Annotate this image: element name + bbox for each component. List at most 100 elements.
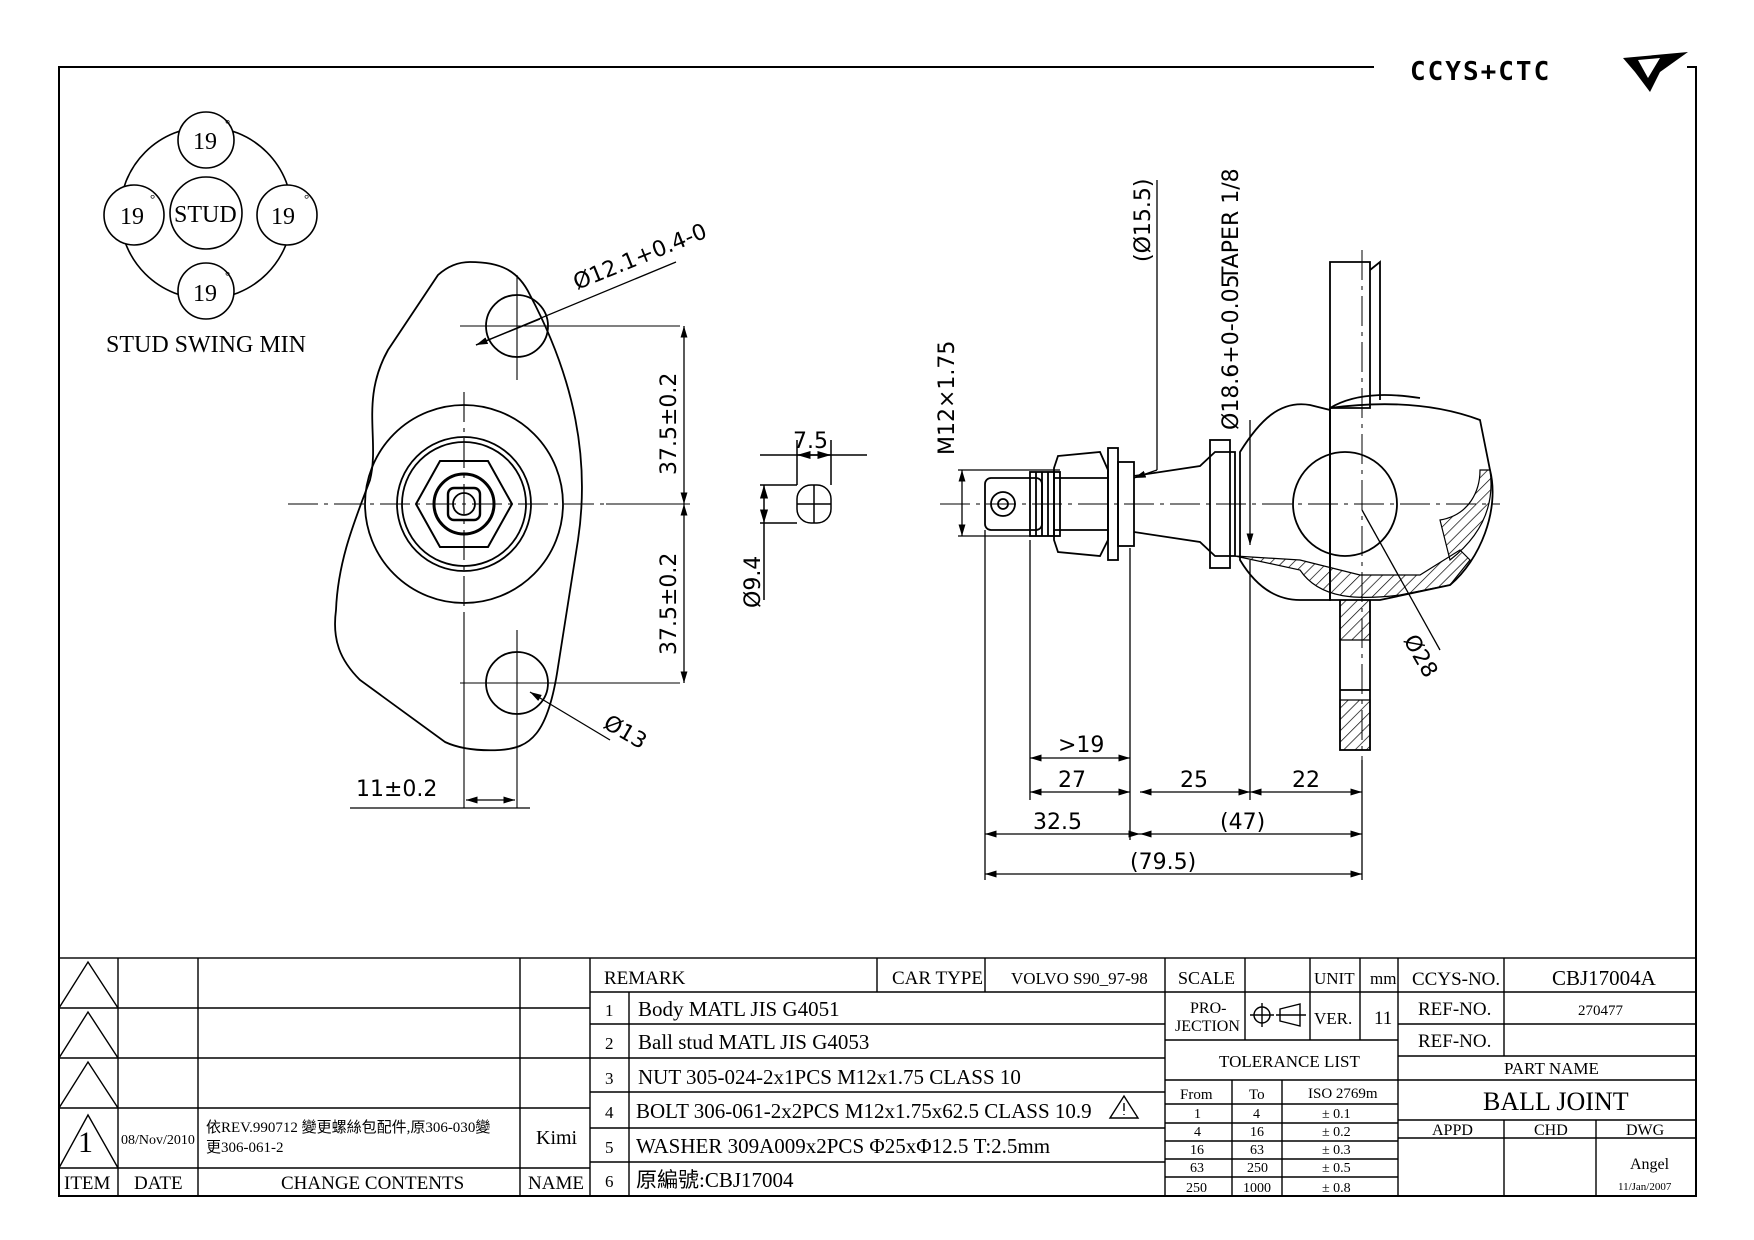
ccys-no-label: CCYS-NO. (1412, 969, 1500, 990)
rev-contents-1: 依REV.990712 變更螺絲包配件,原306-030變 (206, 1119, 490, 1136)
tol-value: ± 0.8 (1322, 1181, 1351, 1196)
swing-caption: STUD SWING MIN (106, 332, 306, 358)
flange-front-view (334, 261, 583, 752)
dim-25: 25 (1180, 768, 1208, 793)
remark-no: 3 (605, 1069, 614, 1088)
car-type-label: CAR TYPE (892, 968, 983, 989)
svg-text:°: ° (225, 268, 230, 283)
rev-contents-2: 更306-061-2 (206, 1140, 284, 1156)
svg-text:°: ° (304, 191, 309, 206)
unit-value: mm (1370, 969, 1396, 988)
svg-text:°: ° (225, 116, 230, 131)
dim-thread: M12×1.75 (935, 341, 960, 455)
dim-bottom-hole: Ø13 (599, 711, 651, 755)
ver-label: VER. (1314, 1009, 1352, 1028)
pin-dim-labels: 7.5 Ø9.4 (741, 429, 828, 608)
tol-value: ± 0.3 (1322, 1143, 1351, 1158)
tol-from: 4 (1194, 1125, 1201, 1140)
title-block-grid (58, 957, 1697, 1197)
logo-text: CCYS+CTC (1410, 57, 1551, 87)
dwg-label: DWG (1626, 1122, 1665, 1139)
tol-value: ± 0.2 (1322, 1125, 1351, 1140)
tol-to: 16 (1250, 1125, 1264, 1140)
tol-header: To (1249, 1087, 1265, 1103)
dim-lower-pitch: 37.5±0.2 (657, 553, 682, 655)
swing-center-label: STUD (174, 202, 237, 228)
drawn-by: Angel (1630, 1156, 1670, 1173)
car-type-value: VOLVO S90_97-98 (1011, 969, 1148, 988)
brand-logo: CCYS+CTC (1410, 52, 1688, 92)
tol-value: ± 0.5 (1322, 1161, 1351, 1176)
tol-from: 63 (1190, 1161, 1204, 1176)
ref-no-value: 270477 (1578, 1003, 1624, 1019)
tol-to: 250 (1247, 1161, 1268, 1176)
remark-text: BOLT 306-061-2x2PCS M12x1.75x62.5 CLASS … (636, 1099, 1092, 1123)
swing-angle-left: 19 (120, 204, 144, 230)
dim-taper: TAPER 1/8 (1219, 168, 1244, 281)
dim-top-hole: Ø12.1+0.4-0 (570, 219, 711, 295)
appd-label: APPD (1432, 1122, 1473, 1139)
flange-centerlines (288, 275, 690, 808)
dim-pin-width: 7.5 (793, 429, 828, 454)
ref-no-label: REF-NO. (1418, 999, 1491, 1020)
title-block: CCYS-NO. CBJ17004A REF-NO. 270477 REF-NO… (1412, 966, 1672, 1193)
dim-upper-pitch: 37.5±0.2 (657, 373, 682, 475)
flange-dim-labels: 37.5±0.2 37.5±0.2 Ø12.1+0.4-0 Ø13 11±0.2 (356, 219, 711, 802)
part-name-value: BALL JOINT (1483, 1087, 1629, 1116)
stud-swing-diagram (103, 111, 318, 320)
tol-to: 4 (1253, 1107, 1260, 1122)
unit-label: UNIT (1314, 969, 1355, 988)
flange-dimensions (350, 261, 688, 809)
rev-item: 1 (78, 1126, 93, 1159)
remark-no: 4 (605, 1103, 614, 1122)
chd-label: CHD (1534, 1122, 1568, 1139)
tol-from: 250 (1186, 1181, 1207, 1196)
side-view-centerlines (940, 250, 1500, 760)
remark-no: 5 (605, 1138, 614, 1157)
swing-angle-bottom: 19 (193, 281, 217, 307)
remark-text: Body MATL JIS G4051 (638, 997, 840, 1021)
rev-date: 08/Nov/2010 (121, 1133, 195, 1148)
remark-text: NUT 305-024-2x1PCS M12x1.75 CLASS 10 (638, 1065, 1021, 1089)
dim-27: 27 (1058, 768, 1086, 793)
ver-value: 11 (1374, 1008, 1392, 1029)
dim-dia-18-6: Ø18.6+0-0.05 (1219, 274, 1244, 430)
tolerance-title: TOLERANCE LIST (1219, 1052, 1360, 1071)
dim-79-5: (79.5) (1130, 850, 1196, 875)
tol-from: 1 (1194, 1107, 1201, 1122)
remark-label: REMARK (604, 968, 686, 989)
revision-table: 1 08/Nov/2010 依REV.990712 變更螺絲包配件,原306-0… (64, 1119, 584, 1194)
tol-from: 16 (1190, 1143, 1204, 1158)
dim-47: (47) (1220, 810, 1265, 835)
hdr-item: ITEM (64, 1173, 111, 1194)
dim-pin-dia: Ø9.4 (741, 556, 766, 608)
dim-32-5: 32.5 (1033, 810, 1082, 835)
rev-name: Kimi (536, 1127, 578, 1149)
dim-22: 22 (1292, 768, 1320, 793)
tol-to: 1000 (1243, 1181, 1271, 1196)
swing-angle-right: 19 (271, 204, 295, 230)
remarks-table: REMARK CAR TYPE VOLVO S90_97-98 1 Body M… (604, 968, 1148, 1192)
svg-text:°: ° (150, 191, 155, 206)
ccys-no-value: CBJ17004A (1552, 966, 1657, 990)
hdr-date: DATE (134, 1173, 183, 1194)
dim-dia-28: Ø28 (1398, 631, 1442, 683)
hdr-name: NAME (528, 1173, 584, 1194)
stud-swing-labels: 19 19 19 19 STUD STUD SWING MIN (106, 129, 306, 358)
swing-angle-top: 19 (193, 129, 217, 155)
remark-no: 6 (605, 1172, 614, 1191)
warning-triangle-icon (1108, 1094, 1140, 1119)
scale-label: SCALE (1178, 968, 1235, 988)
projection-label: JECTION (1175, 1018, 1240, 1035)
remark-no: 2 (605, 1034, 614, 1053)
remark-text: 原編號:CBJ17004 (636, 1168, 794, 1192)
part-name-label: PART NAME (1504, 1059, 1599, 1078)
hdr-contents: CHANGE CONTENTS (281, 1173, 464, 1194)
projection-symbol-icon (1250, 1003, 1306, 1027)
logo-mark-icon (1623, 52, 1688, 92)
dim-offset: 11±0.2 (356, 777, 437, 802)
remark-no: 1 (605, 1001, 614, 1020)
spec-table: SCALE UNIT mm PRO- JECTION VER. 11 TOLER… (1175, 968, 1396, 1196)
tol-to: 63 (1250, 1143, 1264, 1158)
